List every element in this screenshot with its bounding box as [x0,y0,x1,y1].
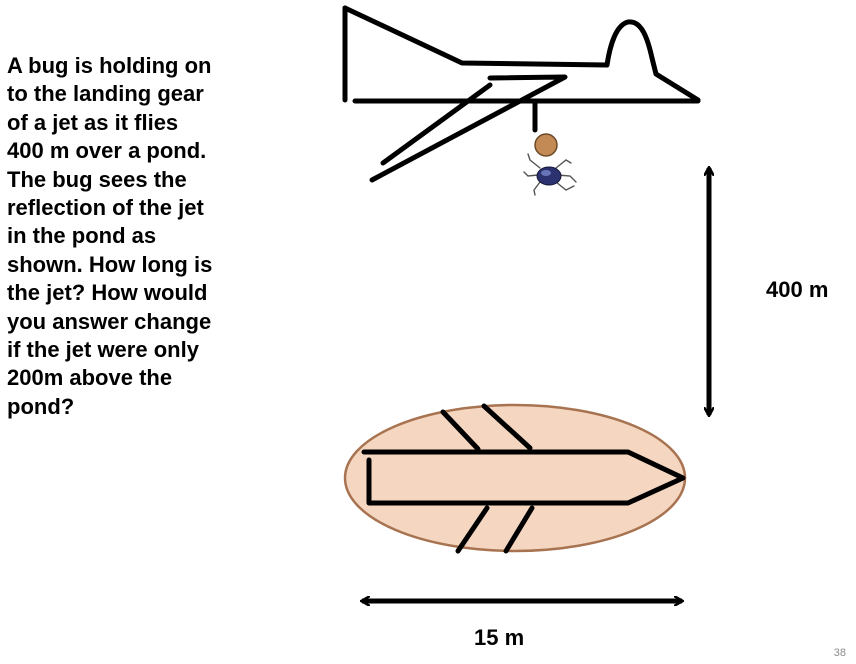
bug-shell-highlight [541,170,551,176]
reflection-wing-bottom-left [455,505,490,554]
question-line: shown. How long is [7,251,213,277]
height-label: 400 m [766,277,828,302]
question-line: reflection of the jet [7,195,204,221]
reflection-fuselage [361,449,686,506]
jet [342,5,701,183]
bug [523,133,577,196]
reflection-wing-top-right [481,403,533,451]
question-line: to the landing gear [7,81,204,107]
reflection-wing-bottom-right [503,505,535,554]
length-label: 15 m [474,625,524,650]
pond [343,403,687,554]
question-line: 400 m over a pond. [7,138,207,164]
question-line: you answer change [7,308,212,334]
bug-body [536,166,562,186]
bug-head [534,133,558,157]
question-line: if the jet were only [7,337,199,363]
pond-ellipse [343,403,687,553]
reflection-wing-top-left [440,409,481,452]
question-text: A bug is holding on to the landing gear … [7,52,307,421]
jet-wing-front [369,74,568,183]
question-line: in the pond as [7,223,157,249]
jet-wing-back [380,82,493,166]
question-line: A bug is holding on [7,53,212,78]
question-line: pond? [7,393,75,419]
jet-reflection [361,403,686,554]
question-line: 200m above the [7,365,173,391]
jet-top-fuselage [342,5,610,68]
jet-cockpit [604,19,701,103]
question-line: of a jet as it flies [7,109,179,135]
question-line: The bug sees the [7,166,187,192]
slide-number: 38 [833,647,846,659]
question-line: the jet? How would [7,280,208,306]
bug-legs [523,153,577,196]
